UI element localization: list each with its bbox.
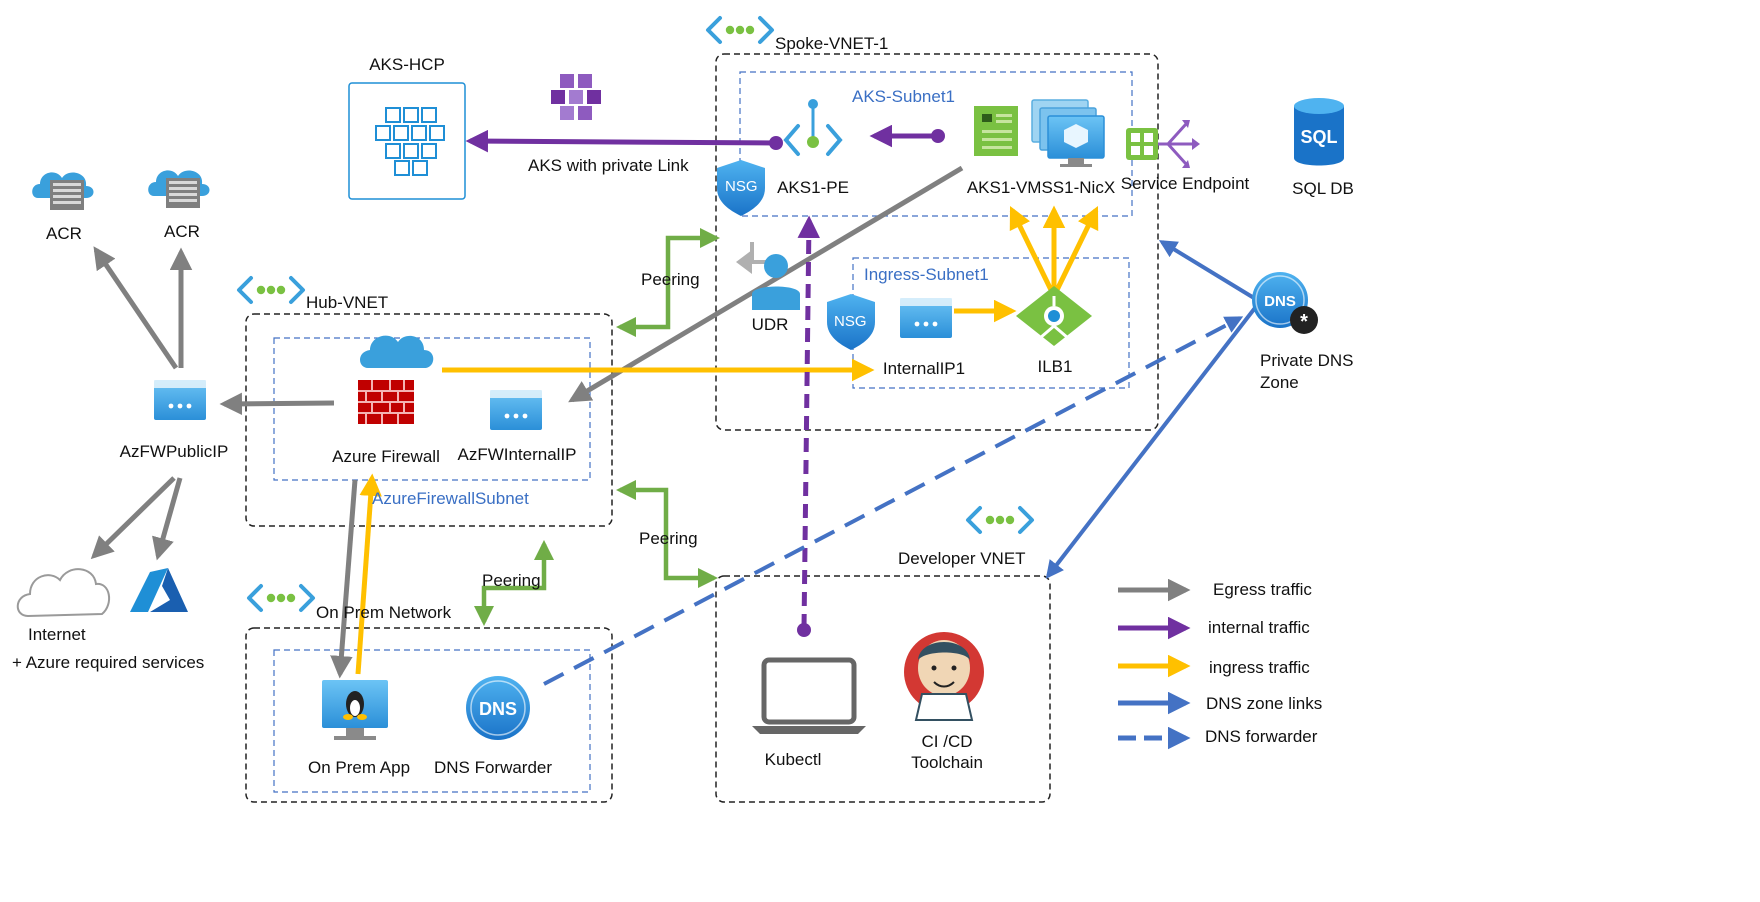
private-endpoint-icon (783, 99, 843, 156)
aks-subnet-label: AKS-Subnet1 (852, 87, 956, 106)
legend-label-ingress: ingress traffic (1209, 658, 1310, 677)
udr-label: UDR (751, 315, 789, 334)
service-endpoint-icon (1126, 120, 1200, 168)
firewall-subnet-label: AzureFirewallSubnet (372, 489, 529, 508)
ilb-icon (1016, 286, 1092, 346)
internet-cloud-icon (16, 568, 111, 618)
legend-label-dns-forwarder: DNS forwarder (1205, 727, 1318, 746)
peering-hub-spoke (615, 227, 721, 338)
dns-forwarder-label: DNS Forwarder (433, 758, 553, 777)
internal-kubectl-dot (797, 623, 811, 637)
developer-vnet-label: Developer VNET (898, 549, 1026, 568)
service-endpoint-label: Service Endpoint (1120, 174, 1250, 193)
onprem-app-icon (322, 680, 388, 740)
peering-label-1: Peering (641, 270, 700, 289)
internet-label: Internet (28, 625, 86, 644)
legend-label-dns-links: DNS zone links (1206, 694, 1323, 713)
svg-text:SQL: SQL (1300, 127, 1337, 147)
egress-vmss-to-azfw-internal (568, 165, 964, 403)
azure-logo-icon (130, 568, 188, 612)
internal-ip-label: InternalIP1 (882, 359, 966, 378)
svg-text:*: * (1300, 311, 1308, 333)
dns-forwarder-link (543, 316, 1244, 686)
acr-label-1: ACR (46, 224, 82, 243)
ingress-subnet-box (852, 257, 1130, 389)
dns-zone-link-spoke (1158, 240, 1256, 300)
sql-db-icon: SQL (1294, 98, 1344, 166)
aks1-pe-label: AKS1-PE (777, 178, 849, 197)
vmss-label: AKS1-VMSS1-NicX (966, 178, 1116, 197)
vmss-icon (974, 99, 1105, 167)
peering-hub-onprem (473, 539, 555, 627)
private-link-cubes-icon (551, 74, 601, 120)
hub-vnet-label: Hub-VNET (306, 293, 389, 312)
svg-text:DNS: DNS (1264, 293, 1296, 310)
jenkins-icon (904, 632, 984, 721)
svg-text:DNS: DNS (479, 699, 517, 719)
developer-vnet-icon (966, 506, 1034, 534)
nsg-label-2: NSG (834, 313, 867, 330)
spoke-vnet-box (715, 53, 1159, 431)
egress-firewall-to-onprem-app (330, 479, 358, 679)
internal-pe-to-aks-hcp (465, 129, 777, 153)
spoke-vnet-label: Spoke-VNET-1 (775, 34, 889, 53)
internal-kubectl-to-pe (797, 215, 821, 629)
aks-private-link-label: AKS with private Link (528, 156, 689, 175)
ingress-subnet-label: Ingress-Subnet1 (864, 265, 989, 284)
egress-public-ip-to-acr-1 (93, 246, 179, 370)
hub-vnet-icon (237, 276, 305, 304)
internal-vmss-dot (931, 129, 945, 143)
private-dns-label-2: Zone (1260, 373, 1299, 392)
private-dns-zone-icon: DNS * (1252, 272, 1318, 334)
acr-icon-2 (148, 170, 210, 208)
azfw-public-ip-label: AzFWPublicIP (119, 442, 229, 461)
cicd-label-2: Toolchain (911, 753, 983, 772)
internal-pe-dot (769, 136, 783, 150)
private-dns-label-1: Private DNS (1260, 351, 1354, 370)
azure-firewall-label: Azure Firewall (332, 447, 440, 466)
laptop-icon (752, 657, 866, 734)
legend-label-egress: Egress traffic (1213, 580, 1312, 599)
aks-hcp-label: AKS-HCP (369, 55, 445, 74)
onprem-subnet-box (273, 649, 591, 793)
ingress-ilb-to-vmss-3 (1053, 205, 1099, 294)
acr-icon-1 (32, 172, 94, 210)
sql-db-label: SQL DB (1292, 179, 1354, 198)
onprem-network-label: On Prem Network (316, 603, 452, 622)
dns-zone-link-developer (1045, 302, 1260, 579)
udr-icon (736, 242, 800, 310)
egress-firewall-to-public-ip (219, 392, 335, 416)
ilb-label: ILB1 (1037, 357, 1073, 376)
egress-public-ip-to-azure (152, 477, 183, 561)
peering-hub-developer (615, 479, 719, 589)
firewall-subnet-box (273, 337, 591, 481)
peering-label-2: Peering (639, 529, 698, 548)
azfw-internal-ip-icon (490, 390, 542, 430)
cicd-label-1: CI /CD (921, 732, 973, 751)
onprem-vnet-icon (247, 584, 315, 612)
azfw-public-ip-icon (154, 380, 206, 420)
internal-ip-icon (900, 298, 952, 338)
peering-label-3: Peering (482, 571, 541, 590)
kubernetes-cubes-icon (375, 107, 445, 176)
azfw-internal-ip-label: AzFWInternalIP (457, 445, 577, 464)
legend-label-internal: internal traffic (1208, 618, 1310, 637)
azure-services-label: + Azure required services (12, 653, 205, 672)
onprem-network-box (245, 627, 613, 803)
hub-vnet-box (245, 313, 613, 527)
ingress-onprem-app-to-firewall (355, 473, 382, 675)
spoke-vnet-icon (706, 16, 774, 44)
egress-public-ip-to-internet (90, 476, 176, 560)
acr-label-2: ACR (164, 222, 200, 241)
dns-forwarder-icon: DNS (466, 676, 530, 740)
onprem-app-label: On Prem App (307, 758, 411, 777)
azure-firewall-icon (358, 335, 434, 424)
nsg-label-1: NSG (725, 178, 758, 195)
kubectl-label: Kubectl (764, 750, 822, 769)
developer-vnet-box (715, 575, 1051, 803)
ingress-ilb-to-vmss-1 (1009, 205, 1055, 294)
